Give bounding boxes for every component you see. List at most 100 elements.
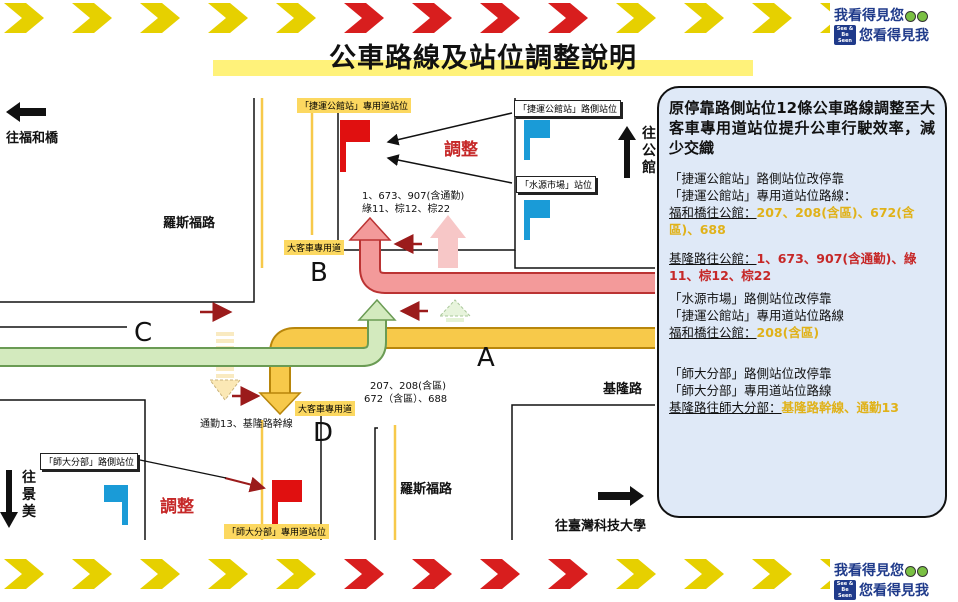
- direction-fuhe-bridge: 往福和橋: [6, 131, 59, 146]
- section1-line1: 「捷運公館站」路側站位改停靠: [669, 171, 845, 186]
- chevron-mark: [684, 3, 724, 33]
- explanation-panel: 原停靠路側站位12條公車路線調整至大客車專用道站位提升公車行駛效率，減少交織 「…: [657, 86, 947, 518]
- chevron-mark: [480, 3, 520, 33]
- title-highlight: [213, 60, 753, 76]
- old-route-yellow-arrowhead: [209, 379, 241, 401]
- block-lower-right-outline: [511, 404, 655, 540]
- chevron-mark: [344, 559, 384, 589]
- routes-green: 通勤13、基隆路幹線: [200, 419, 293, 430]
- stop-shuiyuan-market: 「水源市場」站位: [516, 176, 597, 193]
- block-lower-mid-outline: [374, 427, 378, 540]
- chevron-mark: [208, 559, 248, 589]
- routes-yellow-line1: 207、208(含區): [370, 381, 446, 392]
- brand-line1: 我看得見您: [834, 8, 904, 24]
- point-d-label: D: [313, 418, 334, 448]
- chevron-mark: [140, 3, 180, 33]
- point-b-label: B: [310, 258, 328, 288]
- chevron-mark: [752, 559, 792, 589]
- eyes-icon: [917, 565, 928, 577]
- chevron-mark: [616, 3, 656, 33]
- bottom-chevron-stripe: [0, 556, 830, 592]
- block-upper-left-outline: [0, 98, 255, 303]
- road-roosevelt-upper: 羅斯福路: [163, 216, 216, 231]
- old-route-green-arrowhead: [438, 299, 472, 317]
- block-upper-middle-outline: [337, 98, 516, 251]
- direction-gongguan: 往公館: [642, 126, 656, 176]
- chevron-mark: [684, 559, 724, 589]
- route-red-fill: [361, 238, 655, 292]
- flag-red-icon: [272, 480, 302, 530]
- section3-routes: 208(含區): [756, 325, 820, 340]
- chevron-mark: [72, 559, 112, 589]
- flag-blue-icon: [524, 120, 550, 160]
- chevron-mark: [140, 559, 180, 589]
- section4-routes: 基隆路幹線、通勤13: [781, 400, 899, 415]
- section2-direction: 基隆路往公館：: [669, 251, 757, 266]
- flag-red-icon: [340, 120, 370, 172]
- section4-direction: 基隆路往師大分部：: [669, 400, 782, 415]
- stop-shida-bus-lane: 「師大分部」專用道站位: [224, 524, 330, 539]
- routes-yellow-line2: 672（含區）、688: [364, 394, 448, 405]
- block-lower-left-outline: [0, 399, 146, 540]
- chevron-mark: [412, 3, 452, 33]
- brand-badge: See & Be Seen: [834, 580, 856, 600]
- eyes-icon: [917, 10, 928, 22]
- section3-line1: 「水源市場」路側站位改停靠: [669, 291, 832, 306]
- chevron-mark: [548, 559, 588, 589]
- chevron-mark: [344, 3, 384, 33]
- brand-line1: 我看得見您: [834, 563, 904, 579]
- block-upper-right-outline: [514, 250, 655, 269]
- title-area: 公車路線及站位調整說明: [213, 36, 753, 78]
- arrow-right-icon: [598, 486, 644, 506]
- eyes-icon: [905, 10, 916, 22]
- flag-blue-icon: [524, 200, 550, 240]
- bus-lane-label-upper: 大客車專用道: [284, 240, 345, 255]
- panel-header: 原停靠路側站位12條公車路線調整至大客車專用道站位提升公車行駛效率，減少交織: [669, 99, 935, 157]
- route-green-fill: [0, 318, 385, 365]
- section4-line1: 「師大分部」路側站位改停靠: [669, 366, 832, 381]
- section3-direction: 福和橋往公館：: [669, 325, 757, 340]
- route-green-arrowhead: [357, 298, 397, 321]
- section4-line2: 「師大分部」專用道站位路線: [669, 383, 832, 398]
- adjust-label-lower: 調整: [160, 497, 194, 517]
- routes-red-line2: 綠11、棕12、棕22: [362, 204, 451, 215]
- arrow-down-icon: [0, 470, 18, 528]
- chevron-mark: [276, 559, 316, 589]
- road-keelung: 基隆路: [603, 382, 643, 397]
- brand-badge: See & Be Seen: [834, 25, 856, 45]
- direction-jingmei: 往景美: [22, 470, 36, 520]
- route-red-arrowhead: [348, 216, 392, 241]
- connector-arrow: [386, 112, 513, 146]
- road-roosevelt-lower: 羅斯福路: [400, 482, 453, 497]
- routes-red-line1: 1、673、907(含通勤): [362, 191, 465, 202]
- chevron-mark: [820, 3, 830, 33]
- chevron-mark: [548, 3, 588, 33]
- page-title: 公車路線及站位調整說明: [329, 43, 637, 74]
- route-yellow-arrowhead: [258, 392, 302, 416]
- top-chevron-stripe: [0, 0, 830, 36]
- bus-lane-label-lower: 大客車專用道: [295, 401, 356, 416]
- old-route-red-arrowhead: [430, 215, 466, 238]
- flag-blue-icon: [104, 485, 128, 525]
- arrow-up-icon: [618, 126, 636, 178]
- chevron-mark: [752, 3, 792, 33]
- stop-gongguan-roadside: 「捷運公館站」路側站位: [514, 100, 622, 117]
- section1-line2: 「捷運公館站」專用道站位路線：: [669, 188, 857, 203]
- chevron-mark: [72, 3, 112, 33]
- section1-direction: 福和橋往公館：: [669, 205, 757, 220]
- section1-routes: 207、208(含區)、672(含區)、688: [669, 205, 915, 237]
- chevron-mark: [820, 559, 830, 589]
- stop-shida-roadside: 「師大分部」路側站位: [40, 453, 139, 470]
- section3-line2: 「捷運公館站」專用道站位路線: [669, 308, 845, 323]
- connector-arrow: [386, 154, 513, 184]
- brand-line2: 您看得見我: [859, 28, 929, 44]
- chevron-mark: [480, 559, 520, 589]
- chevron-mark: [208, 3, 248, 33]
- arrow-left-icon: [6, 102, 46, 122]
- chevron-mark: [4, 559, 44, 589]
- chevron-mark: [4, 3, 44, 33]
- brand-line2: 您看得見我: [859, 583, 929, 599]
